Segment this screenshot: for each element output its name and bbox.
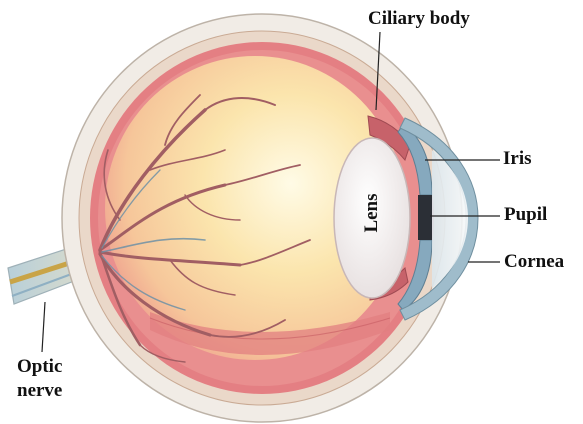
label-lens: Lens xyxy=(361,183,383,243)
label-cornea: Cornea xyxy=(504,251,564,273)
pupil xyxy=(418,195,432,240)
label-iris: Iris xyxy=(503,148,532,170)
label-optic-line1: Optic xyxy=(17,355,62,379)
label-optic-nerve: Optic nerve xyxy=(17,355,62,403)
label-ciliary-body: Ciliary body xyxy=(368,8,470,30)
label-pupil: Pupil xyxy=(504,204,547,226)
label-optic-line2: nerve xyxy=(17,379,62,403)
